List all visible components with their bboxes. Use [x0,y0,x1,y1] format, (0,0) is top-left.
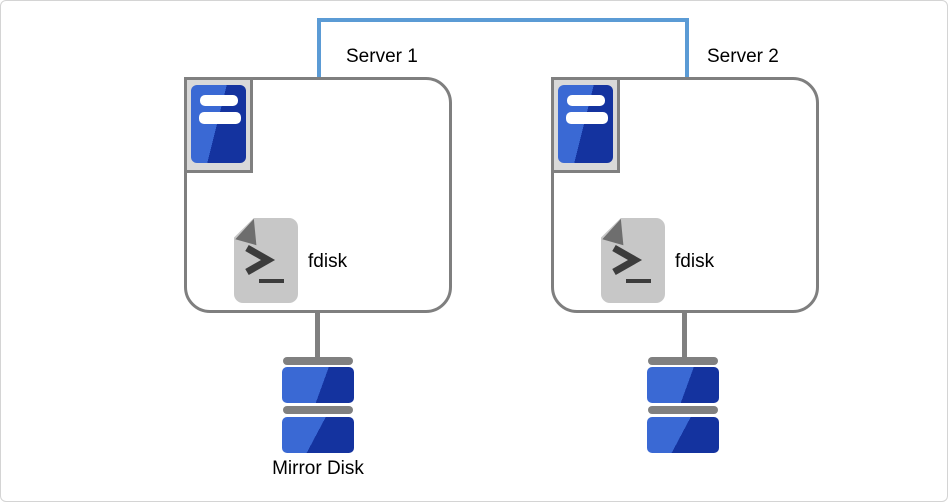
server-icon-slot [200,95,238,106]
disk-divider [648,406,718,414]
disk-stack-icon [282,357,354,453]
interconnect-line-left [317,18,321,77]
terminal-prompt-glyph [245,244,284,283]
interconnect-line-horizontal [317,18,689,22]
server-1-disk-connector [315,310,320,360]
terminal-prompt-glyph [612,244,651,283]
server-icon-slot [566,112,608,124]
disk-platter [282,417,354,453]
disk-stack-icon [647,357,719,453]
disk-divider [283,406,353,414]
disk-cap [648,357,718,365]
terminal-file-icon [234,218,298,303]
server-icon-slot [199,112,241,124]
disk-platter [282,367,354,403]
disk-platter [647,417,719,453]
server-2-title: Server 2 [707,46,779,67]
server-icon [184,77,253,173]
server-icon-slot [567,95,605,106]
server-icon-panel [558,85,613,163]
server-1-command-label: fdisk [308,251,348,272]
server-icon-panel [191,85,246,163]
disk-platter [647,367,719,403]
disk-cap [283,357,353,365]
server-2-command-label: fdisk [675,251,715,272]
server-1-title: Server 1 [346,46,418,67]
terminal-file-icon [601,218,665,303]
server-2-disk-connector [682,310,687,360]
mirror-disk-label: Mirror Disk [272,458,364,479]
interconnect-line-right [685,18,689,77]
server-icon [551,77,620,173]
